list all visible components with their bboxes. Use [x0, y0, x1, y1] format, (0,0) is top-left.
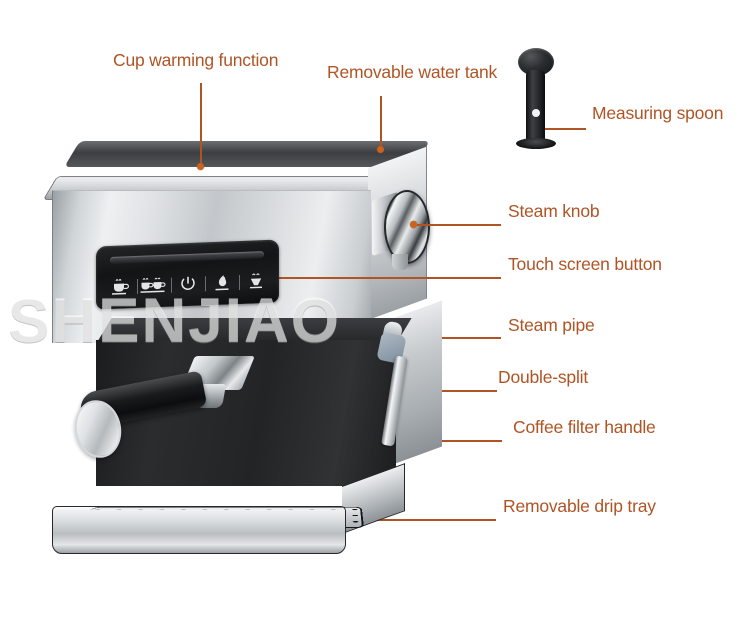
dot-cup-warming-function	[197, 163, 204, 170]
label-measuring-spoon: Measuring spoon	[592, 103, 724, 123]
label-touch-screen-button: Touch screen button	[508, 254, 662, 274]
steam-icon	[246, 271, 266, 292]
hot-water-button[interactable]	[208, 269, 236, 296]
steam-knob[interactable]	[384, 190, 430, 264]
panel-divider	[136, 278, 138, 294]
water-tank-lid	[64, 141, 430, 167]
measuring-spoon-handle	[526, 70, 545, 142]
double-cup-icon	[140, 275, 168, 296]
power-icon	[179, 275, 197, 294]
flame-icon	[212, 272, 232, 293]
leader-touch-screen-button	[262, 277, 501, 279]
leader-steam-knob	[417, 224, 501, 226]
label-steam-pipe: Steam pipe	[508, 315, 595, 335]
panel-divider	[204, 275, 206, 291]
leader-measuring-spoon	[534, 128, 586, 130]
dot-removable-water-tank	[377, 146, 384, 153]
label-coffee-filter-handle: Coffee filter handle	[513, 417, 656, 437]
dot-steam-knob	[410, 221, 417, 228]
panel-divider	[170, 277, 172, 293]
touch-screen-control-panel[interactable]	[96, 239, 279, 310]
panel-display-bar	[110, 251, 264, 264]
double-cup-button[interactable]	[140, 272, 168, 299]
single-cup-button[interactable]	[106, 273, 134, 300]
panel-divider	[238, 274, 240, 290]
label-cup-warming-function: Cup warming function	[113, 50, 279, 70]
leader-removable-drip-tray	[319, 519, 496, 521]
measuring-spoon-hole	[532, 109, 540, 117]
label-removable-water-tank: Removable water tank	[327, 62, 498, 82]
steam-button[interactable]	[242, 268, 270, 295]
label-double-split: Double-split	[498, 367, 589, 387]
drip-tray-front[interactable]	[52, 506, 346, 554]
leader-steam-pipe	[396, 337, 501, 339]
label-steam-knob: Steam knob	[508, 201, 600, 221]
panel-button-row	[106, 266, 270, 302]
leader-cup-warming-function	[200, 83, 202, 165]
leader-removable-water-tank	[380, 96, 382, 148]
power-button[interactable]	[174, 270, 202, 297]
label-removable-drip-tray: Removable drip tray	[503, 496, 656, 516]
measuring-spoon-base	[516, 138, 556, 149]
single-cup-icon	[109, 276, 131, 297]
steam-knob-stem	[392, 254, 408, 270]
